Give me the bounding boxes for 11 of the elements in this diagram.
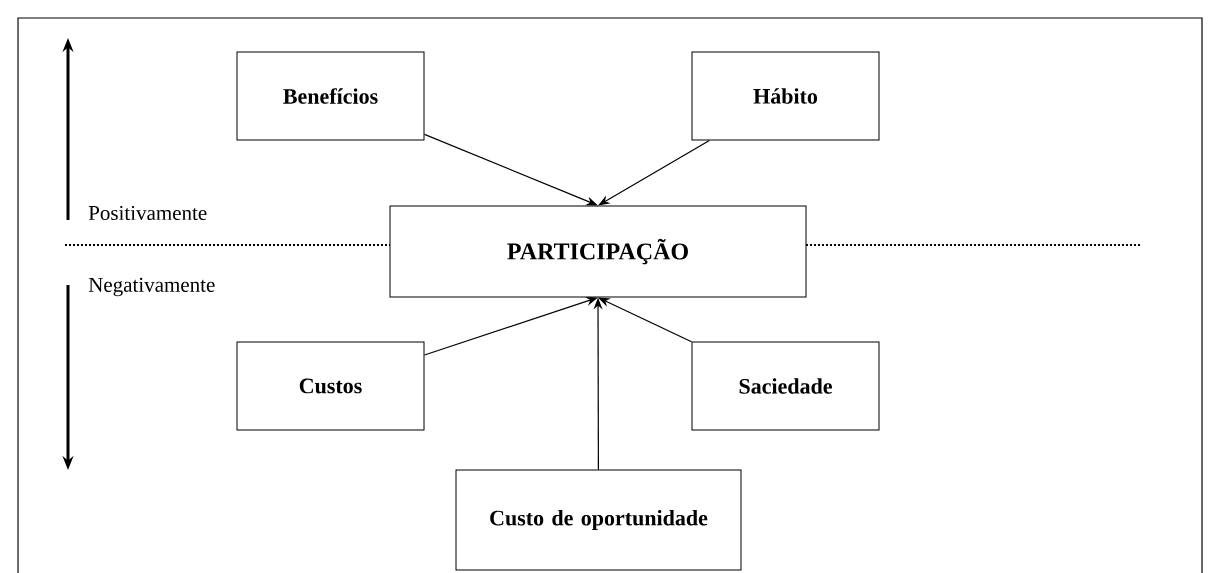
axis-label: Positivamente <box>88 205 207 221</box>
arrow <box>423 133 598 206</box>
concept-box: Hábito <box>691 51 880 141</box>
arrow <box>598 139 710 206</box>
concept-box: Saciedade <box>691 341 880 431</box>
concept-box: Custo de oportunidade <box>455 469 742 571</box>
concept-box: Custos <box>236 341 425 431</box>
concept-box: PARTICIPAÇÃO <box>389 205 807 298</box>
axis-label: Negativamente <box>88 277 215 297</box>
concept-box: Benefícios <box>236 51 425 141</box>
arrow <box>598 297 693 343</box>
